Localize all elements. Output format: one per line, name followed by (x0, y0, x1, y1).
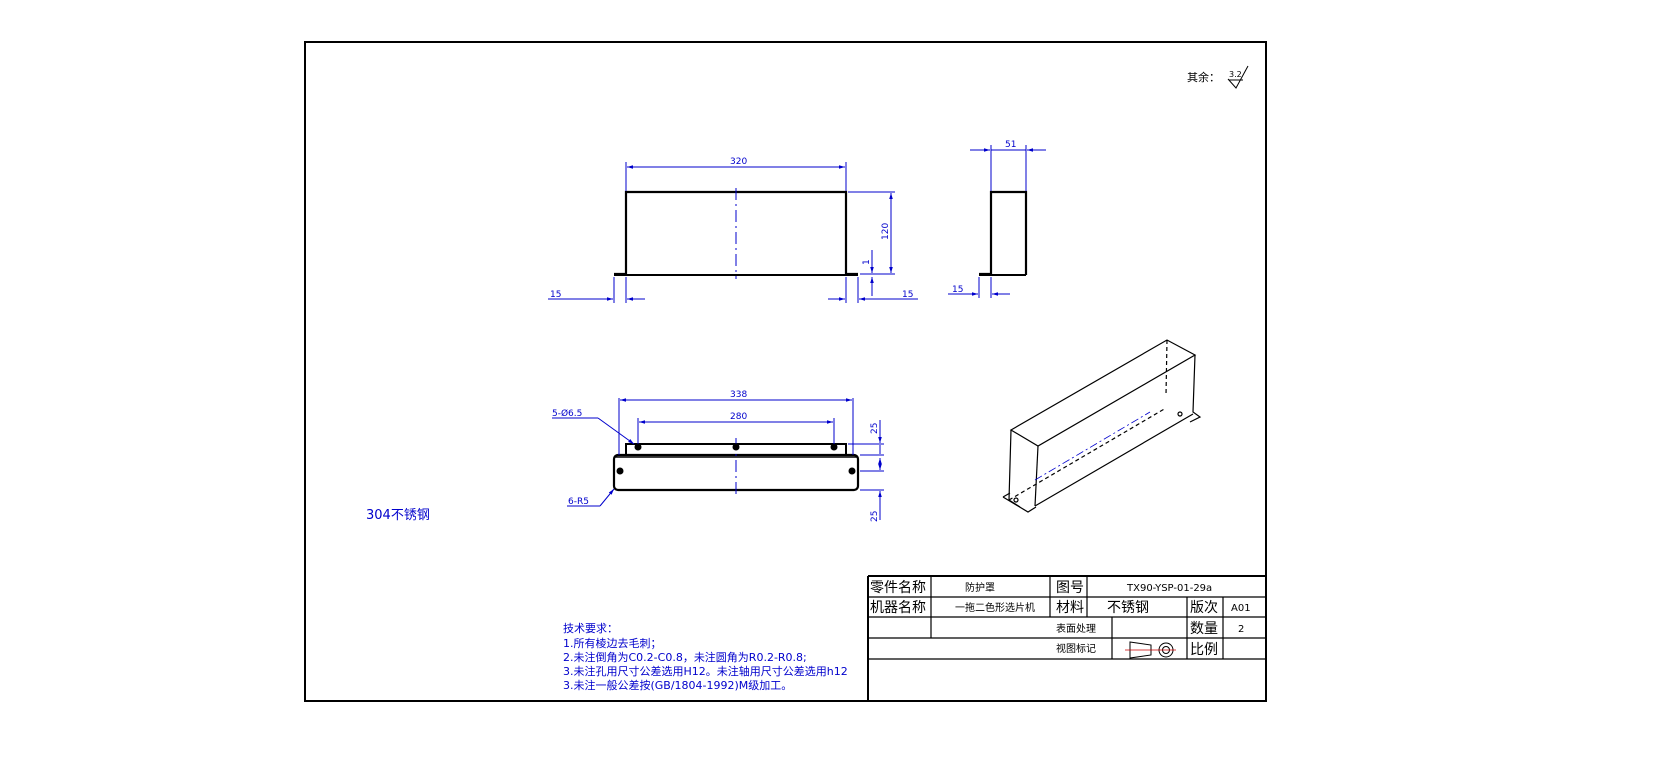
part-name-label: 零件名称 (870, 580, 926, 596)
view-mark-label: 视图标记 (1056, 642, 1096, 655)
tech-requirements-title: 技术要求： (563, 622, 618, 635)
side-depth-dim: 51 (1005, 140, 1016, 150)
bottom-view: 338 280 5-Ø6.5 6-R5 25 25 (552, 390, 884, 522)
material-label: 材料 (1056, 600, 1084, 616)
front-thickness-dim: 1 (862, 259, 872, 265)
drawing-frame (304, 41, 1267, 702)
mounting-hole (634, 443, 642, 451)
tech-requirements: 技术要求： 1.所有棱边去毛刺； 2.未注倒角为C0.2-C0.8，未注圆角为R… (563, 622, 848, 692)
quantity-value: 2 (1238, 624, 1244, 635)
mounting-hole (848, 467, 856, 475)
roughness-symbol: 其余： 3.2 (1187, 65, 1249, 89)
side-flange-dim: 15 (952, 285, 963, 295)
mounting-hole (830, 443, 838, 451)
surface-label: 表面处理 (1056, 622, 1096, 635)
front-width-dim: 320 (730, 157, 747, 167)
front-right-flange-dim: 15 (902, 290, 913, 300)
corner-callout: 6-R5 (568, 497, 589, 507)
title-block: 零件名称 防护罩 图号 TX90-YSP-01-29a 机器名称 一拖二色形选片… (867, 575, 1266, 701)
projection-symbol-icon (1125, 641, 1176, 659)
machine-name-label: 机器名称 (870, 600, 926, 616)
version-label: 版次 (1190, 600, 1218, 616)
mounting-hole (732, 443, 740, 451)
bottom-overall-dim: 338 (730, 390, 747, 400)
hole-callout: 5-Ø6.5 (552, 408, 582, 419)
version-value: A01 (1231, 603, 1251, 614)
drawing-no-value: TX90-YSP-01-29a (1126, 583, 1212, 594)
drawing-no-label: 图号 (1056, 580, 1084, 596)
roughness-value: 3.2 (1229, 70, 1242, 79)
machine-name-value: 一拖二色形选片机 (955, 601, 1035, 614)
side-view-outline (979, 190, 1028, 276)
isometric-view (1002, 339, 1202, 513)
part-name-value: 防护罩 (965, 581, 995, 594)
side-view: 51 15 (948, 140, 1046, 298)
quantity-label: 数量 (1190, 621, 1218, 637)
tech-requirement-item: 3.未注孔用尺寸公差选用H12。未注轴用尺寸公差选用h12 (563, 664, 848, 678)
material-note: 304不锈钢 (366, 508, 430, 523)
front-height-dim: 120 (881, 223, 891, 240)
bottom-pitch-dim: 280 (730, 412, 747, 422)
front-left-flange-dim: 15 (550, 290, 561, 300)
roughness-label: 其余： (1187, 70, 1220, 84)
bottom-edge-top-dim: 25 (870, 423, 880, 434)
tech-requirement-item: 3.未注一般公差按(GB/1804-1992)M级加工。 (563, 678, 792, 692)
material-value: 不锈钢 (1107, 600, 1149, 616)
tech-requirement-item: 2.未注倒角为C0.2-C0.8，未注圆角为R0.2-R0.8; (563, 650, 807, 664)
tech-requirement-item: 1.所有棱边去毛刺； (563, 636, 662, 650)
scale-label: 比例 (1190, 642, 1218, 658)
mounting-hole (616, 467, 624, 475)
bottom-edge-bottom-dim: 25 (870, 511, 880, 522)
front-view: 320 120 1 15 15 (548, 157, 918, 303)
